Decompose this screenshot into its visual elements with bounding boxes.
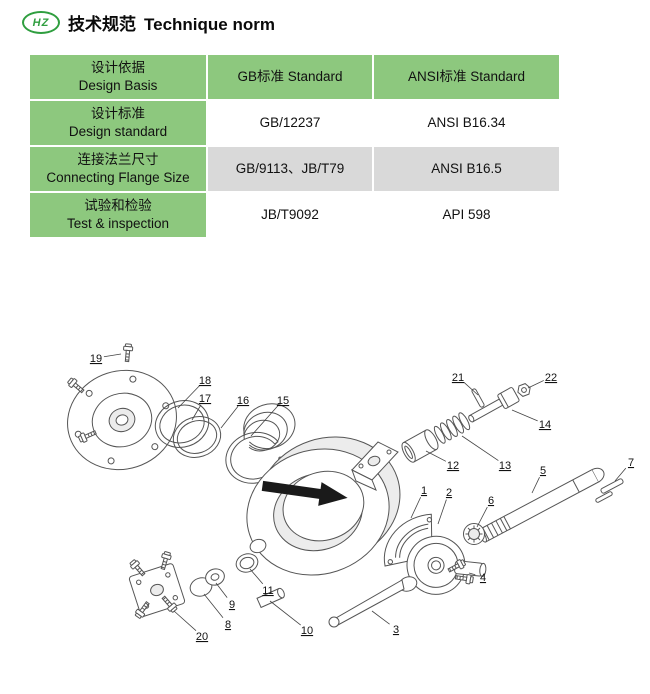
leader-line-9 [215, 582, 228, 598]
col-header-ansi-standard: ANSI标准 Standard [374, 55, 559, 99]
row-label-en: Design standard [68, 124, 168, 139]
washer-discs-drawing [189, 568, 225, 597]
value-design-standard-ansi: ANSI B16.34 [374, 101, 559, 145]
part-label-3: 3 [393, 624, 399, 636]
part-label-8: 8 [225, 619, 231, 631]
part-label-4: 4 [480, 572, 486, 584]
spring-drawing [433, 412, 471, 444]
leader-line-22 [527, 380, 544, 389]
leader-line-12 [425, 450, 447, 462]
page-title-cn: 技术规范 [68, 15, 136, 34]
part-label-11: 11 [262, 585, 273, 597]
leader-line-20 [173, 610, 197, 631]
seal-ring-drawing [235, 553, 259, 573]
leader-line-6 [476, 506, 488, 528]
spiral-ring-drawing [243, 403, 296, 452]
lever-handle-drawing [328, 576, 418, 628]
part-label-19: 19 [90, 353, 102, 365]
col-header-gb-standard: GB标准 Standard [208, 55, 372, 99]
value-flange-size-gb: GB/9113、JB/T79 [208, 147, 372, 191]
leader-line-18 [177, 385, 200, 409]
leader-line-17 [191, 404, 202, 421]
part-label-15: 15 [277, 395, 289, 407]
part-label-14: 14 [539, 419, 551, 431]
page-header: HZ 技术规范 Technique norm [22, 10, 275, 35]
part-label-22: 22 [545, 372, 557, 384]
end-flange-drawing [67, 369, 177, 471]
part-label-2: 2 [446, 487, 452, 499]
row-header-design-standard: 设计标准 Design standard [30, 101, 206, 145]
row-label-en: Connecting Flange Size [46, 170, 190, 185]
leader-line-7 [614, 467, 627, 482]
row-label-en: Design Basis [78, 78, 158, 93]
row-header-test-inspection: 试验和检验 Test & inspection [30, 193, 206, 237]
part-label-6: 6 [488, 495, 494, 507]
part-label-10: 10 [301, 625, 313, 637]
page-title-en: Technique norm [144, 15, 275, 34]
part-label-12: 12 [447, 460, 459, 472]
row-header-design-basis: 设计依据 Design Basis [30, 55, 206, 99]
value-test-inspection-ansi: API 598 [374, 193, 559, 237]
part-label-7: 7 [628, 457, 634, 469]
body-boss-drawing [249, 538, 267, 554]
part-label-9: 9 [229, 599, 235, 611]
leader-line-13 [461, 435, 499, 461]
brand-logo-icon: HZ [22, 11, 60, 34]
leader-line-19 [103, 353, 122, 358]
o-ring-17-drawing [172, 416, 222, 458]
row-label-cn: 连接法兰尺寸 [77, 152, 159, 168]
flow-arrow-icon [261, 480, 348, 506]
row-label-cn: 设计依据 [91, 60, 145, 76]
part-label-5: 5 [540, 465, 546, 477]
value-test-inspection-gb: JB/T9092 [208, 193, 372, 237]
leader-line-4 [468, 572, 476, 576]
row-label-cn: 设计标准 [91, 106, 145, 122]
leader-line-3 [371, 610, 390, 625]
page-title: 技术规范 Technique norm [68, 10, 275, 35]
part-label-13: 13 [499, 460, 511, 472]
part-label-18: 18 [199, 375, 211, 387]
row-header-connecting-flange-size: 连接法兰尺寸 Connecting Flange Size [30, 147, 206, 191]
sleeve-drawing [401, 429, 439, 463]
value-design-standard-gb: GB/12237 [208, 101, 372, 145]
part-label-21: 21 [452, 372, 464, 384]
row-label-en: Test & inspection [66, 216, 170, 231]
leader-line-10 [269, 600, 301, 626]
leader-line-2 [437, 499, 447, 525]
splined-bushing-drawing [463, 523, 485, 545]
hex-nut-drawing [517, 383, 531, 397]
key-drawing [595, 478, 624, 503]
leader-line-14 [511, 409, 538, 422]
gearbox-drawing [383, 513, 487, 595]
part-label-20: 20 [196, 631, 208, 643]
spec-table: 设计依据 Design Basis GB标准 Standard ANSI标准 S… [30, 55, 559, 237]
part-label-17: 17 [199, 393, 211, 405]
leader-line-1 [410, 497, 421, 519]
leader-line-8 [203, 593, 224, 619]
row-label-cn: 试验和检验 [84, 198, 152, 214]
mounting-bracket-drawing [351, 441, 399, 491]
leader-line-5 [531, 477, 540, 494]
leader-line-11 [249, 568, 264, 585]
leader-line-16 [220, 406, 239, 429]
spring-pin-drawing [471, 388, 485, 408]
leader-line-15 [250, 405, 278, 437]
value-flange-size-ansi: ANSI B16.5 [374, 147, 559, 191]
stem-drawing [468, 387, 520, 423]
part-label-16: 16 [237, 395, 249, 407]
part-label-1: 1 [421, 485, 427, 497]
leader-line-21 [463, 382, 479, 396]
